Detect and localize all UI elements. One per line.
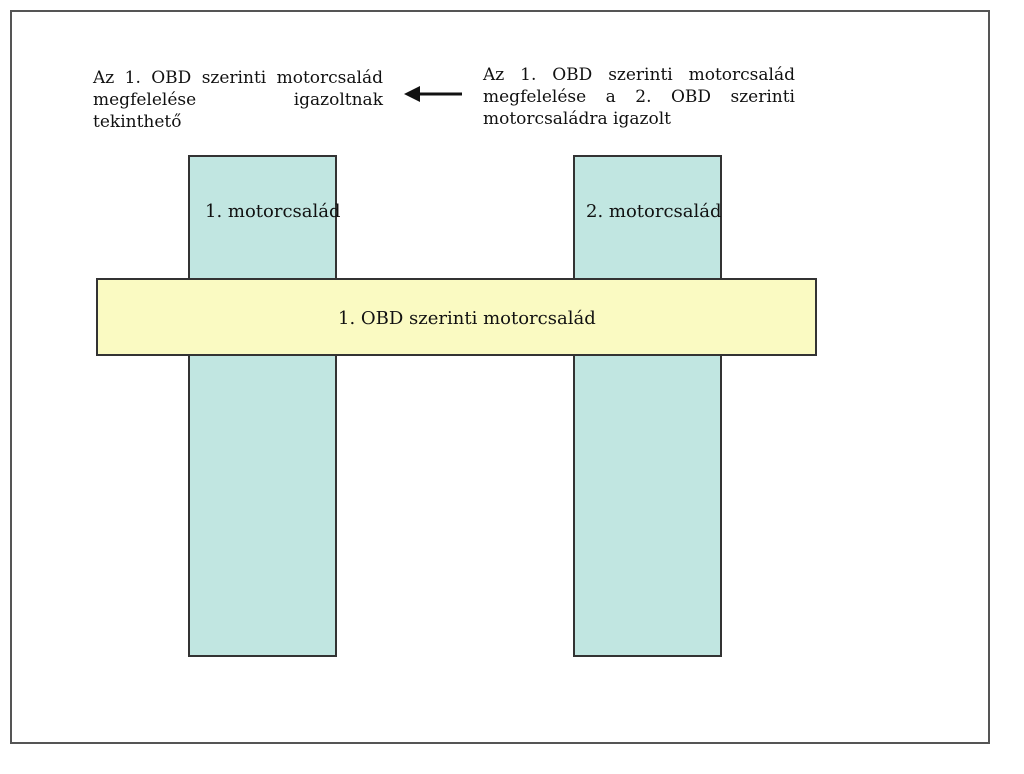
engine-family-1-label: 1. motorcsalád <box>205 201 341 222</box>
left-note-line-1: Az 1. OBD szerinti motorcsalád <box>93 68 383 88</box>
diagram-frame <box>10 10 990 744</box>
right-note-line-2: megfelelése a 2. OBD szerinti <box>483 87 795 107</box>
right-note-line-3: motorcsaládra igazolt <box>483 109 671 129</box>
obd-engine-family-bar <box>96 278 817 356</box>
engine-family-2-column <box>573 155 722 657</box>
left-note: Az 1. OBD szerinti motorcsalád megfelelé… <box>93 67 383 133</box>
left-note-line-2: megfelelése igazoltnak tekinthető <box>93 90 383 132</box>
left-arrow-icon <box>404 86 462 102</box>
right-note: Az 1. OBD szerinti motorcsalád megfelelé… <box>483 64 795 130</box>
right-note-line-1: Az 1. OBD szerinti motorcsalád <box>483 65 795 85</box>
engine-family-1-column <box>188 155 337 657</box>
obd-engine-family-label: 1. OBD szerinti motorcsalád <box>338 308 596 329</box>
engine-family-2-label: 2. motorcsalád <box>586 201 722 222</box>
